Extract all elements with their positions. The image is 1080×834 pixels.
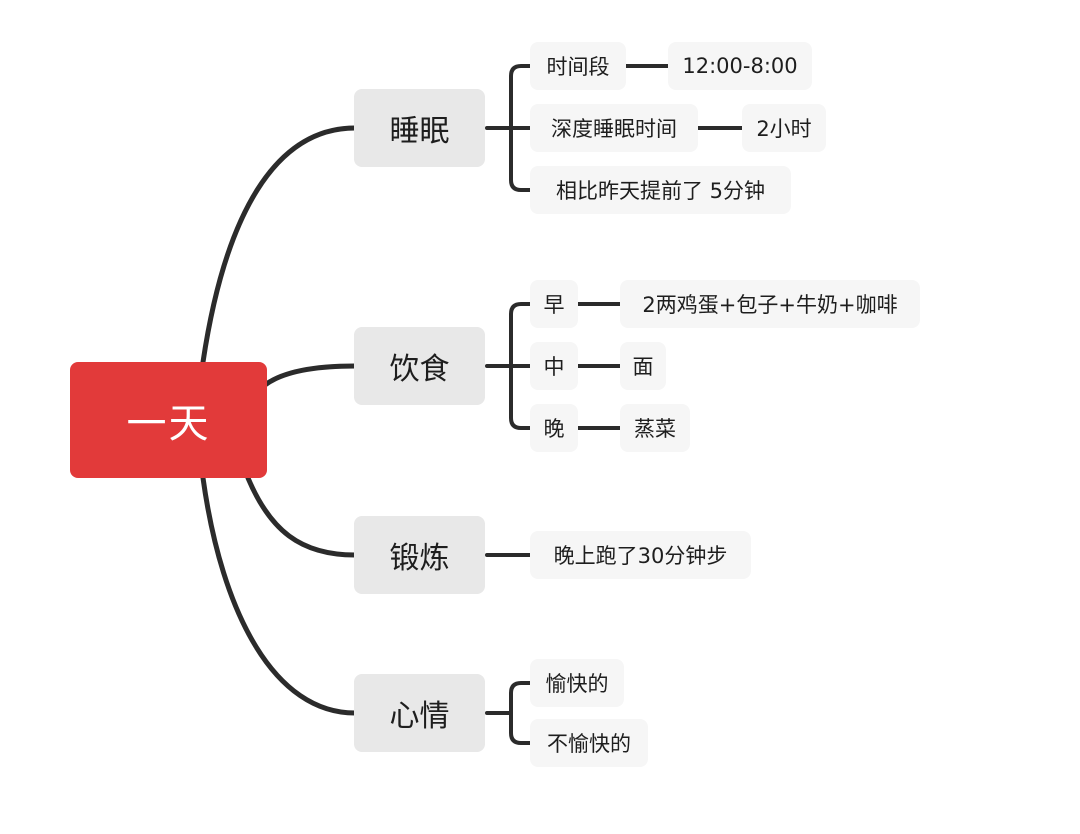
leaf-earlier-than-yesterday-label: 相比昨天提前了 5分钟 — [555, 179, 766, 203]
connector-root-sleep — [200, 125, 358, 365]
branch-mood-label: 心情 — [389, 699, 450, 734]
branch-exercise[interactable]: 锻炼 — [354, 516, 485, 594]
leaf-breakfast[interactable]: 早 — [530, 280, 578, 328]
leaf-earlier-than-yesterday[interactable]: 相比昨天提前了 5分钟 — [530, 166, 791, 214]
leaf-lunch-food[interactable]: 面 — [620, 342, 666, 390]
branch-mood[interactable]: 心情 — [354, 674, 485, 752]
connector-sleep-bracket — [485, 64, 532, 192]
root-node[interactable]: 一天 — [70, 362, 267, 478]
connector-root-diet — [262, 363, 358, 388]
leaf-lunch-label: 中 — [543, 355, 565, 379]
connector-diet-bracket — [485, 302, 532, 430]
branch-diet[interactable]: 饮食 — [354, 327, 485, 405]
leaf-dinner-food-label: 蒸菜 — [634, 417, 676, 441]
leaf-lunch[interactable]: 中 — [530, 342, 578, 390]
leaf-sleep-period-value-label: 12:00-8:00 — [682, 54, 798, 78]
branch-exercise-label: 锻炼 — [389, 541, 450, 576]
leaf-dinner-food[interactable]: 蒸菜 — [620, 404, 690, 452]
leaf-deep-sleep[interactable]: 深度睡眠时间 — [530, 104, 698, 152]
leaf-breakfast-food[interactable]: 2两鸡蛋+包子+牛奶+咖啡 — [620, 280, 920, 328]
leaf-deep-sleep-value-label: 2小时 — [756, 117, 812, 141]
leaf-sleep-period[interactable]: 时间段 — [530, 42, 626, 90]
leaf-sleep-period-label: 时间段 — [546, 55, 610, 79]
leaf-dinner-label: 晚 — [543, 417, 565, 441]
branch-sleep[interactable]: 睡眠 — [354, 89, 485, 167]
leaf-deep-sleep-label: 深度睡眠时间 — [551, 117, 677, 141]
connector-root-exercise — [245, 475, 358, 558]
branch-sleep-label: 睡眠 — [389, 114, 450, 149]
leaf-happy[interactable]: 愉快的 — [530, 659, 624, 707]
root-label: 一天 — [126, 401, 211, 447]
leaf-evening-run-label: 晚上跑了30分钟步 — [553, 544, 728, 568]
connector-root-mood — [200, 475, 358, 716]
leaf-sleep-period-value[interactable]: 12:00-8:00 — [668, 42, 812, 90]
connector-mood-bracket — [485, 681, 532, 745]
leaf-lunch-food-label: 面 — [632, 355, 654, 379]
leaf-deep-sleep-value[interactable]: 2小时 — [742, 104, 826, 152]
leaf-dinner[interactable]: 晚 — [530, 404, 578, 452]
leaf-evening-run[interactable]: 晚上跑了30分钟步 — [530, 531, 751, 579]
leaf-breakfast-label: 早 — [543, 293, 565, 317]
leaf-happy-label: 愉快的 — [545, 672, 609, 696]
branch-diet-label: 饮食 — [389, 352, 450, 387]
leaf-unhappy[interactable]: 不愉快的 — [530, 719, 648, 767]
leaf-breakfast-food-label: 2两鸡蛋+包子+牛奶+咖啡 — [642, 293, 898, 317]
leaf-unhappy-label: 不愉快的 — [547, 732, 631, 756]
